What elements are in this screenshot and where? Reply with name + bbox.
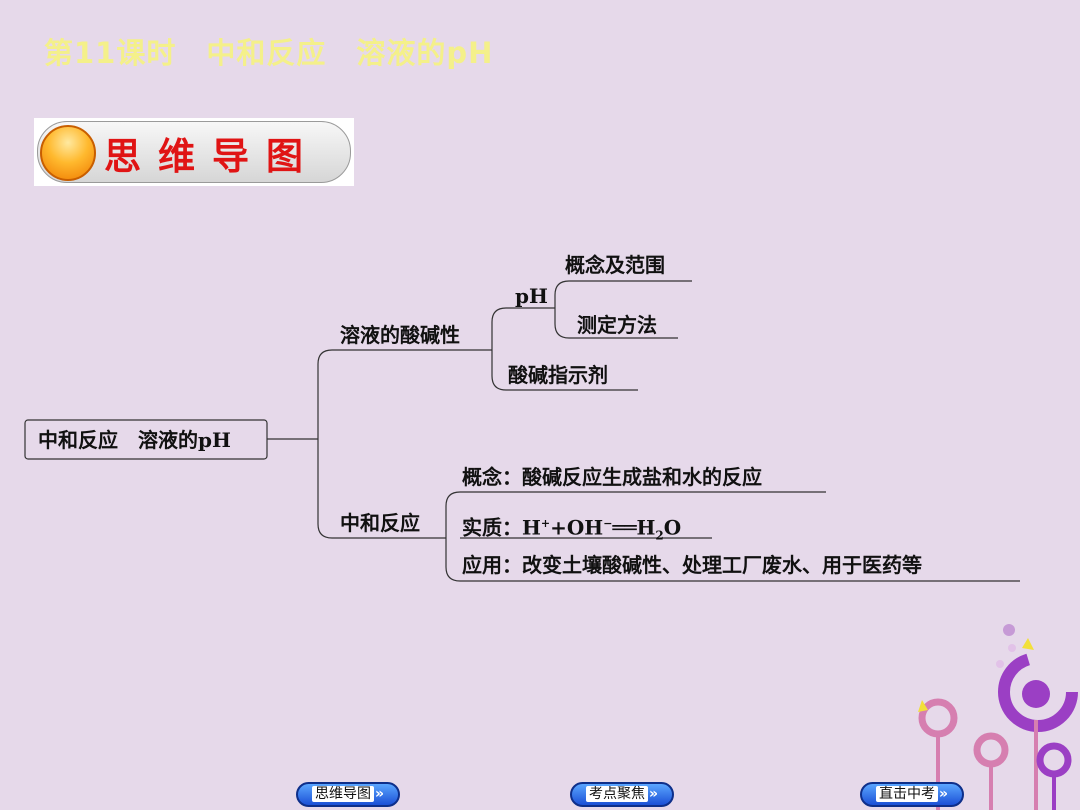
ph-bracket [554, 280, 570, 339]
nav-mindmap-label: 思维导图 [311, 786, 374, 802]
chevron-right-icon: » [374, 786, 385, 802]
node-essence: 实质：H++OH−══H2O [462, 511, 681, 549]
node-application: 应用：改变土壤酸碱性、处理工厂废水、用于医药等 [462, 553, 922, 577]
essence-oh: +OH [550, 515, 604, 540]
nav-mindmap-button[interactable]: 思维导图» [296, 782, 400, 807]
branch1-bracket [491, 307, 507, 391]
nav-exam-button[interactable]: 直击中考» [860, 782, 964, 807]
essence-two-sub: 2 [655, 528, 664, 543]
decorative-circles-icon [918, 624, 1078, 810]
branch-neutralization: 中和反应 [340, 511, 420, 535]
root-node: 中和反应 溶液的pH [38, 428, 231, 452]
nav-focus-button[interactable]: 考点聚焦» [570, 782, 674, 807]
nav-focus-label: 考点聚焦 [585, 786, 648, 802]
nav-exam-label: 直击中考 [875, 786, 938, 802]
branch2-bracket [445, 491, 461, 582]
node-ph: pH [515, 284, 548, 308]
chevron-right-icon: » [938, 786, 949, 802]
slide-title: 第11课时 中和反应 溶液的pH [44, 36, 494, 70]
essence-plus-sup: + [540, 517, 551, 530]
node-indicator: 酸碱指示剂 [508, 363, 608, 387]
essence-minus-sup: − [603, 517, 613, 530]
node-ph-method: 测定方法 [577, 313, 657, 337]
root-bracket [317, 349, 333, 539]
orange-orb-icon [40, 125, 96, 181]
chevron-right-icon: » [648, 786, 659, 802]
essence-h: H [636, 515, 656, 540]
essence-equals: ══ [612, 515, 637, 540]
essence-o: O [663, 515, 682, 540]
node-ph-concept: 概念及范围 [565, 253, 665, 277]
section-banner: 思维导图 [34, 118, 354, 186]
node-concept: 概念：酸碱反应生成盐和水的反应 [462, 465, 762, 489]
branch-solution-acidity: 溶液的酸碱性 [340, 323, 460, 347]
essence-prefix: 实质：H [462, 515, 541, 540]
banner-label: 思维导图 [104, 135, 320, 178]
